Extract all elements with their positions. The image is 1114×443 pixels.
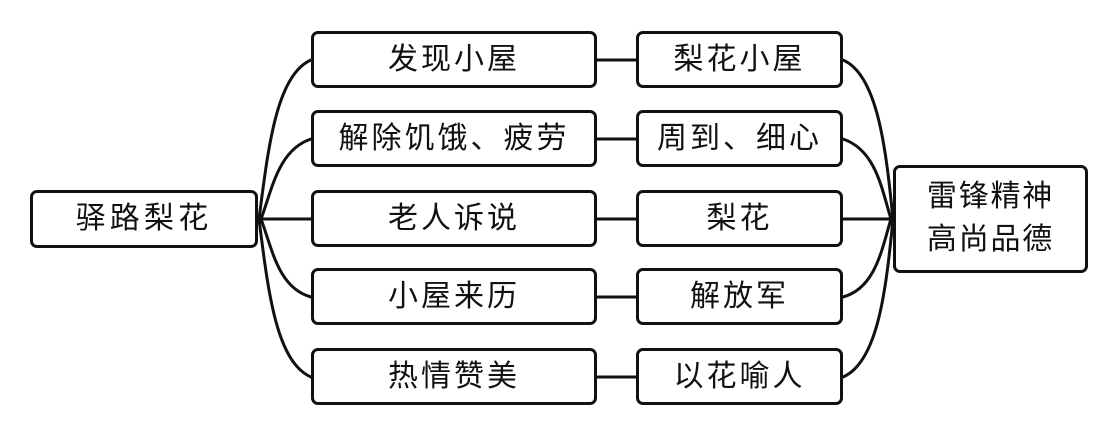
middle-node-row-5[interactable]: 热情赞美: [311, 348, 597, 405]
middle-node-row-3[interactable]: 老人诉说: [311, 190, 597, 247]
final-node-label: 雷锋精神 高尚品德: [926, 179, 1055, 257]
middle-node-row-1[interactable]: 发现小屋: [311, 31, 597, 88]
middle-node-row-3-label: 老人诉说: [388, 200, 520, 236]
final-node[interactable]: 雷锋精神 高尚品德: [893, 165, 1088, 273]
right-node-row-4[interactable]: 解放军: [636, 268, 843, 325]
right-node-row-5[interactable]: 以花喻人: [636, 348, 843, 405]
connector-row-1-to-final: [841, 58, 895, 221]
root-node-label: 驿路梨花: [75, 201, 213, 236]
middle-node-row-2-label: 解除饥饿、疲劳: [338, 120, 570, 156]
root-node[interactable]: 驿路梨花: [30, 190, 258, 248]
connector-row-4-to-final: [841, 217, 893, 299]
right-node-row-4-label: 解放军: [690, 278, 789, 314]
connector-row-5-to-final: [841, 217, 895, 379]
connector-row-2-to-final: [841, 137, 893, 221]
middle-node-row-1-label: 发现小屋: [388, 41, 520, 77]
connector-root-to-row-1: [257, 58, 313, 221]
right-node-row-1[interactable]: 梨花小屋: [636, 31, 843, 88]
right-node-row-2[interactable]: 周到、细心: [636, 110, 843, 167]
right-node-row-5-label: 以花喻人: [673, 358, 806, 394]
middle-node-row-2[interactable]: 解除饥饿、疲劳: [311, 110, 597, 167]
connector-root-to-row-4: [259, 217, 313, 299]
right-node-row-3[interactable]: 梨花: [636, 190, 843, 247]
right-node-row-3-label: 梨花: [706, 200, 773, 236]
connector-root-to-row-2: [259, 137, 313, 221]
connector-root-to-row-5: [257, 217, 313, 379]
right-node-row-1-label: 梨花小屋: [673, 41, 806, 77]
middle-node-row-5-label: 热情赞美: [388, 358, 520, 394]
middle-node-row-4[interactable]: 小屋来历: [311, 268, 597, 325]
right-node-row-2-label: 周到、细心: [657, 120, 822, 156]
middle-node-row-4-label: 小屋来历: [388, 278, 520, 314]
